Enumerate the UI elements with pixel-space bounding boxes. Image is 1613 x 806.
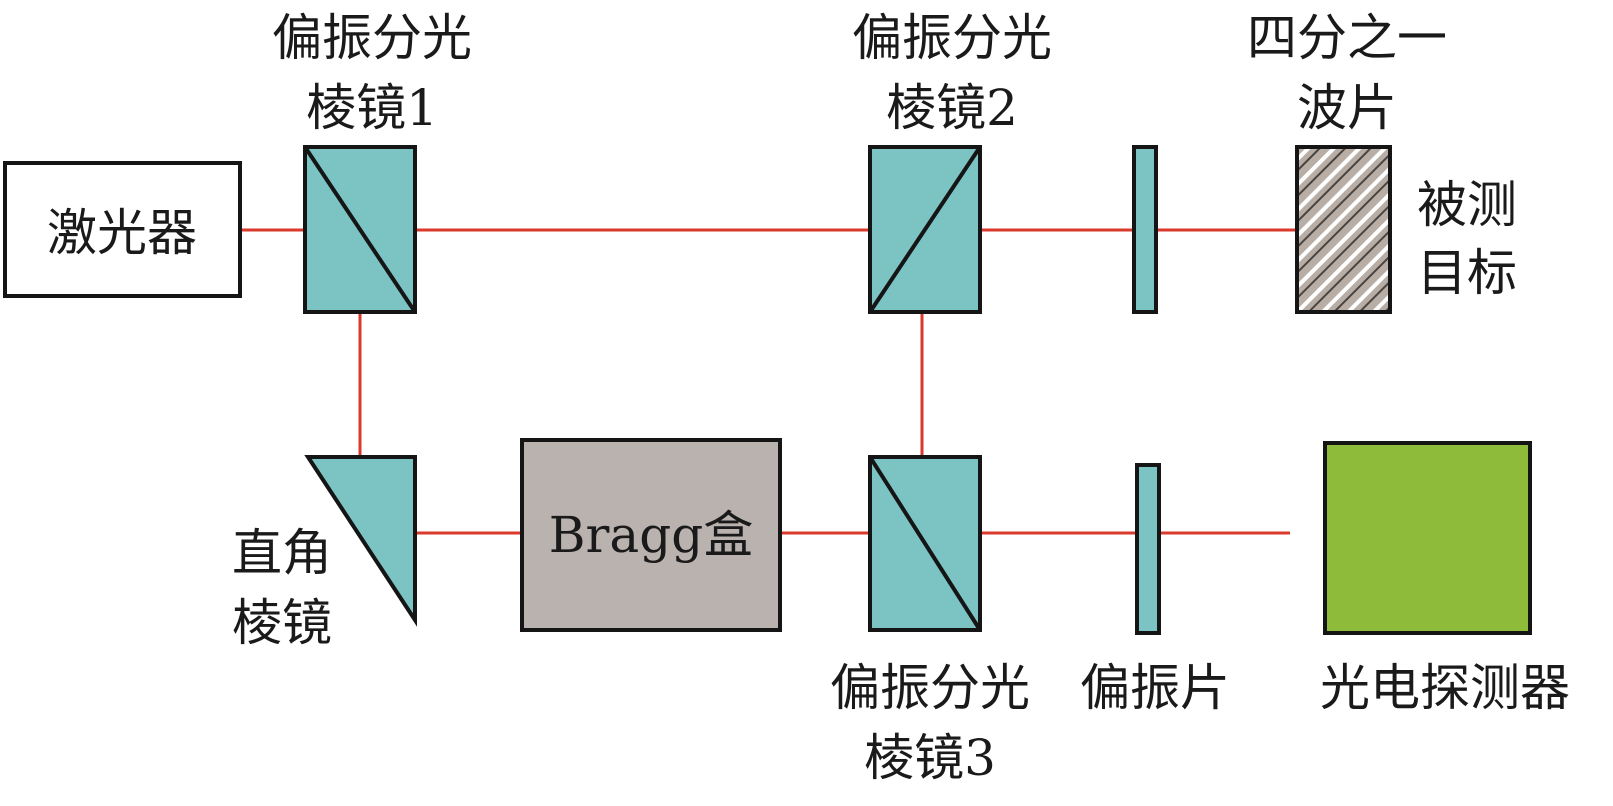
measured-target bbox=[1295, 145, 1392, 314]
pbs2-label-line1: 偏振分光 bbox=[852, 9, 1052, 67]
laser: 激光器 bbox=[3, 161, 242, 298]
photodetector-label: 光电探测器 bbox=[1320, 659, 1570, 717]
pbs1-label-line1: 偏振分光 bbox=[272, 9, 472, 67]
polarizing-beam-splitter-3 bbox=[868, 455, 982, 632]
bragg-cell: Bragg盒 bbox=[520, 438, 782, 632]
right-angle-prism bbox=[304, 455, 417, 627]
polarizer-label: 偏振片 bbox=[1080, 659, 1230, 717]
target-label-line2: 目标 bbox=[1417, 244, 1517, 302]
quarter-wave-plate-label-line2: 波片 bbox=[1297, 79, 1397, 137]
pbs1-label-line2: 棱镜1 bbox=[306, 79, 438, 137]
pbs3-label-line2: 棱镜3 bbox=[864, 729, 996, 787]
prism-label-line1: 直角 bbox=[232, 524, 332, 582]
quarter-wave-plate-label-line1: 四分之一 bbox=[1247, 9, 1447, 67]
prism-label-line2: 棱镜 bbox=[232, 594, 332, 652]
pbs3-label-line1: 偏振分光 bbox=[830, 659, 1030, 717]
laser-label: 激光器 bbox=[47, 204, 197, 262]
polarizer bbox=[1135, 463, 1161, 635]
pbs2-label-line2: 棱镜2 bbox=[886, 79, 1018, 137]
polarizing-beam-splitter-1 bbox=[303, 145, 417, 314]
photodetector bbox=[1323, 441, 1532, 635]
target-label-line1: 被测 bbox=[1417, 176, 1517, 234]
bragg-cell-label: Bragg盒 bbox=[549, 506, 753, 564]
quarter-wave-plate bbox=[1132, 145, 1158, 314]
polarizing-beam-splitter-2 bbox=[868, 145, 982, 314]
